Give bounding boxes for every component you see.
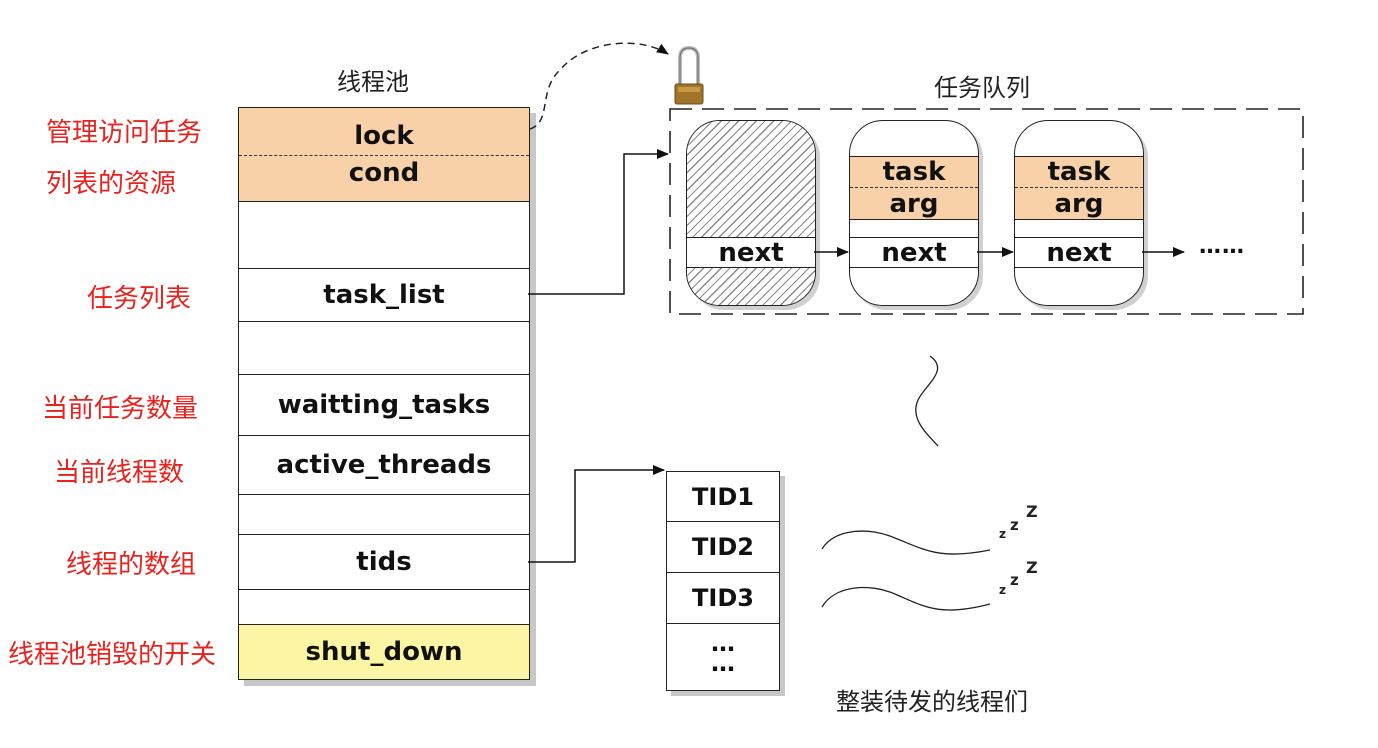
pool-row-empty-3: [239, 495, 529, 535]
queue-node-1-spacer: [850, 220, 978, 238]
queue-node-2-task-label: task: [1047, 157, 1111, 187]
queue-node-2-next-label: next: [1046, 237, 1112, 268]
pool-row-lock: lock: [239, 108, 529, 156]
annotation-resource-line2: 列表的资源: [46, 169, 177, 199]
annotation-shutdown-switch: 线程池销毁的开关: [8, 640, 217, 670]
tid-cell-2-label: TID2: [692, 533, 754, 561]
tid-cell-1: TID1: [667, 472, 779, 522]
tid-cell-2: TID2: [667, 522, 779, 573]
task-queue-title: 任务队列: [934, 74, 1030, 102]
pool-row-empty-4: [239, 590, 529, 625]
thread-id-array: TID1 TID2 TID3 … …: [666, 471, 780, 691]
tid-cell-3: TID3: [667, 573, 779, 624]
queue-node-2-arg: arg: [1015, 188, 1143, 220]
queue-node-1-arg: arg: [850, 188, 978, 220]
padlock-icon: [674, 45, 704, 105]
queue-node-2-spacer: [1015, 220, 1143, 238]
sleep-z-2c: Z: [1026, 558, 1038, 577]
queue-head-node: next: [686, 120, 816, 306]
queue-node-1-next-label: next: [881, 237, 947, 268]
pool-row-waiting-tasks: waitting_tasks: [239, 375, 529, 436]
annotation-waiting-count: 当前任务数量: [42, 394, 199, 424]
sleep-z-2a: z: [999, 583, 1006, 597]
thread-pool-title: 线程池: [337, 68, 409, 96]
pool-row-shut-down: shut_down: [239, 625, 529, 679]
sleep-z-2b: z: [1010, 571, 1019, 589]
tid-more-2: …: [711, 649, 735, 677]
tid-cell-more: … …: [667, 624, 779, 690]
tids-arrow: [528, 465, 665, 563]
queue-node-1-next: next: [850, 238, 978, 268]
lock-curve: [529, 42, 669, 130]
separator-squiggle: [915, 355, 939, 447]
pool-row-tids-label: tids: [356, 547, 412, 577]
threads-caption: 整装待发的线程们: [836, 688, 1028, 716]
sleep-wave-1: [821, 530, 991, 555]
sleep-z-1a: z: [999, 527, 1006, 541]
queue-node-1-arg-label: arg: [889, 188, 939, 219]
pool-row-waiting-tasks-label: waitting_tasks: [277, 390, 491, 420]
tid-cell-1-label: TID1: [692, 482, 754, 511]
queue-node-2-top: [1015, 121, 1143, 157]
queue-ellipsis: ……: [1199, 234, 1245, 259]
tid-cell-3-label: TID3: [692, 584, 754, 612]
pool-row-shut-down-label: shut_down: [305, 637, 463, 667]
sleep-z-1b: z: [1010, 516, 1019, 534]
sleep-wave-2: [821, 586, 991, 611]
queue-head-next: next: [687, 238, 815, 268]
pool-row-task-list: task_list: [239, 269, 529, 322]
queue-node-2: task arg next: [1014, 120, 1144, 306]
pool-row-active-threads: active_threads: [239, 436, 529, 495]
pool-row-tids: tids: [239, 535, 529, 590]
pool-row-lock-label: lock: [354, 121, 414, 151]
queue-node-1: task arg next: [849, 120, 979, 306]
queue-node-1-task: task: [850, 157, 978, 188]
pool-row-task-list-label: task_list: [323, 280, 445, 310]
queue-head-hatched-area: [687, 121, 815, 238]
pool-row-empty-2: [239, 322, 529, 375]
queue-node-1-task-label: task: [882, 157, 946, 187]
pool-row-cond: cond: [239, 156, 529, 202]
pool-row-empty-1: [239, 202, 529, 269]
queue-head-hatched-bottom: [687, 268, 815, 305]
annotation-resource-line1: 管理访问任务: [46, 118, 203, 148]
queue-node-2-next: next: [1015, 238, 1143, 268]
sleep-z-1c: Z: [1026, 502, 1038, 521]
annotation-thread-count: 当前线程数: [54, 458, 185, 488]
tid-more-1: …: [711, 629, 735, 657]
queue-node-2-task: task: [1015, 157, 1143, 188]
task-list-arrow: [528, 149, 669, 295]
annotation-task-list: 任务列表: [87, 284, 192, 314]
pool-row-active-threads-label: active_threads: [276, 450, 492, 480]
queue-node-2-arg-label: arg: [1054, 188, 1104, 219]
thread-pool-struct: lock cond task_list waitting_tasks activ…: [238, 107, 530, 680]
queue-node-1-top: [850, 121, 978, 157]
annotation-thread-array: 线程的数组: [66, 550, 197, 580]
task-queue-frame: [669, 108, 1304, 315]
pool-row-cond-label: cond: [348, 158, 420, 188]
queue-head-next-label: next: [718, 237, 784, 268]
